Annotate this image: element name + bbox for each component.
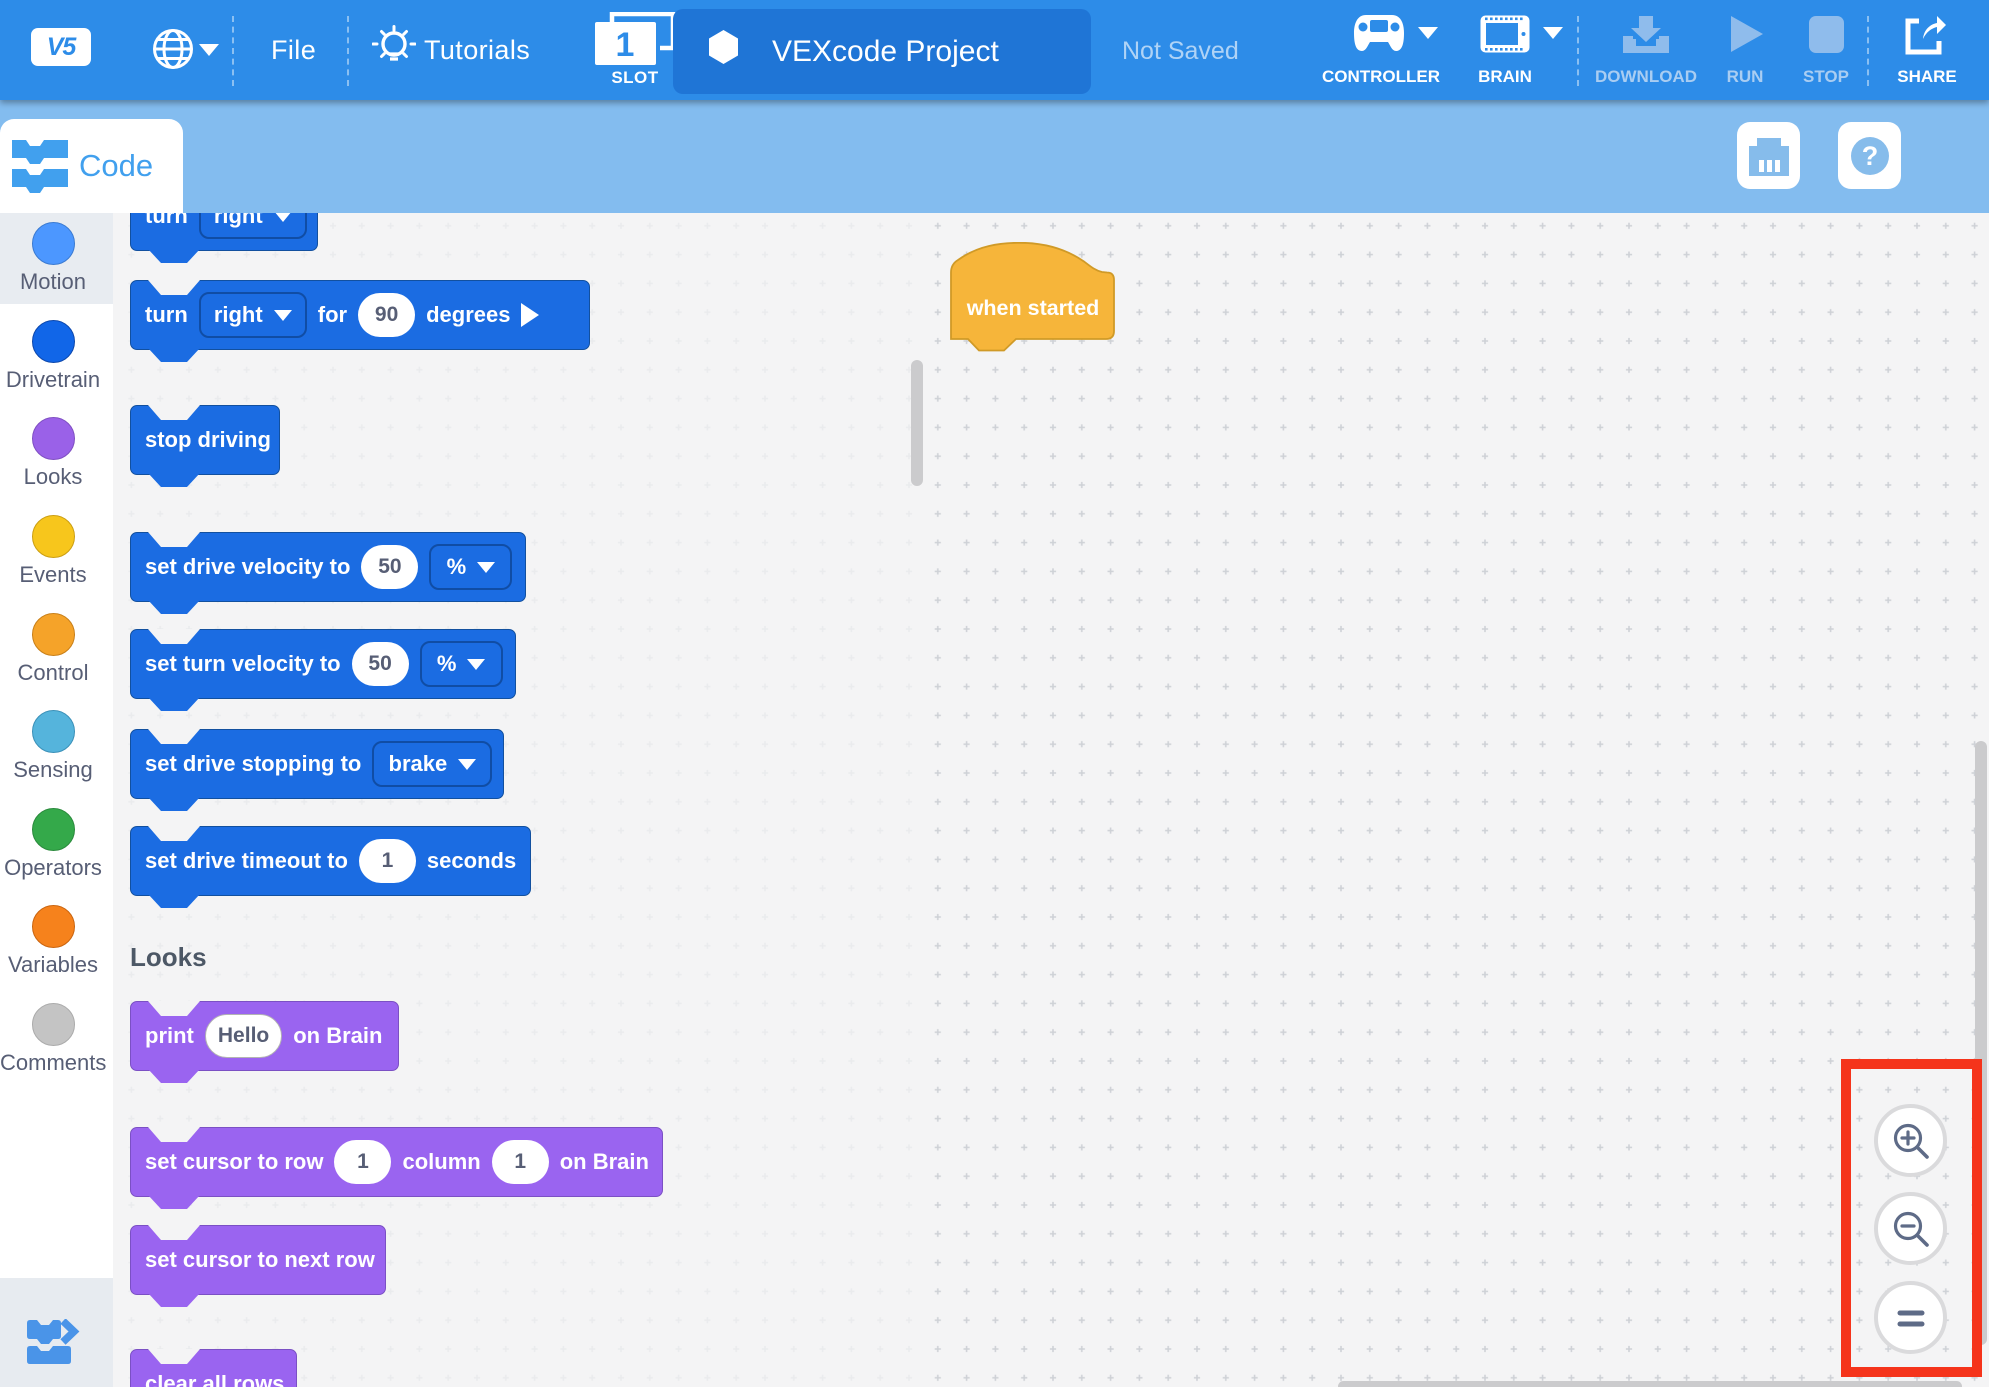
svg-text:when started: when started xyxy=(966,296,1100,320)
svg-text:?: ? xyxy=(1861,141,1878,171)
svg-text:1: 1 xyxy=(616,26,635,64)
